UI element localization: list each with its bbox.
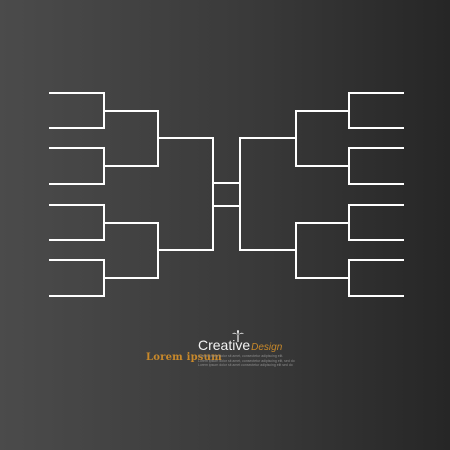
left-r1-match-1 — [49, 92, 105, 129]
left-r2-match-1 — [103, 110, 159, 167]
right-r3-match-1 — [239, 137, 297, 251]
right-r1-match-2 — [348, 147, 404, 185]
right-r2-match-1 — [295, 110, 350, 167]
right-r1-match-4 — [348, 259, 404, 297]
brand-logo: CreativeDesign — [198, 337, 282, 353]
brand-part-1: Creat — [198, 337, 233, 353]
left-r3-match-1 — [157, 137, 214, 251]
body-line: Lorem ipsum dolor sit amet consectetur a… — [198, 363, 293, 367]
left-r1-match-4 — [49, 259, 105, 297]
brand-part-2: ive — [232, 337, 251, 353]
brand-part-3: Design — [251, 342, 283, 353]
left-r1-match-2 — [49, 147, 105, 185]
body-line: Lorem ipsum dolor sit amet, consectetur … — [198, 358, 295, 363]
left-r2-match-2 — [103, 222, 159, 279]
left-semifinal — [212, 182, 241, 207]
right-r1-match-3 — [348, 204, 404, 241]
palm-tree-icon — [232, 330, 244, 342]
logo-block: Lorem ipsum CreativeDesign Lorem ipsum d… — [146, 330, 326, 372]
body-line: Lorem ipsum dolor sit amet, consectetur … — [198, 354, 284, 358]
right-r2-match-2 — [295, 222, 350, 279]
right-r1-match-1 — [348, 92, 404, 129]
body-text: Lorem ipsum dolor sit amet, consectetur … — [198, 354, 323, 368]
tagline: Lorem ipsum — [146, 352, 222, 363]
left-r1-match-3 — [49, 204, 105, 241]
